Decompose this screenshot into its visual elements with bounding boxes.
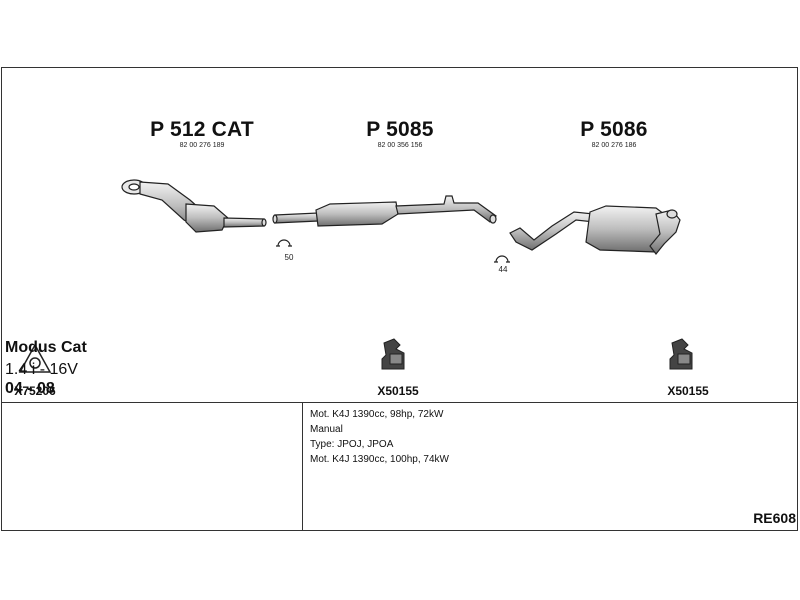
spec-line: Manual (310, 424, 343, 435)
clamp-icon (276, 239, 292, 247)
diagram-frame (1, 67, 798, 531)
part-number: 82 00 276 189 (179, 142, 225, 149)
rear-silencer-part (509, 205, 681, 255)
reference-code: RE608 (753, 510, 796, 526)
spec-line: Mot. K4J 1390cc, 100hp, 74kW (310, 454, 449, 465)
horizontal-divider (2, 402, 797, 403)
gasket-icon (18, 343, 52, 373)
clamp-icon (494, 255, 510, 263)
part-title: P 512 CAT (150, 118, 254, 141)
spec-line: Type: JPOJ, JPOA (310, 439, 394, 450)
rubber-mount-icon (381, 338, 405, 370)
catalytic-converter-part (121, 179, 267, 233)
vehicle-engine: 1.4 i - 16V (5, 361, 78, 378)
spec-line: Mot. K4J 1390cc, 98hp, 72kW (310, 409, 444, 420)
part-number: 82 00 276 186 (591, 142, 637, 149)
centre-silencer-part (272, 195, 497, 227)
vehicle-years: 04 - 08 (5, 380, 55, 397)
accessory-code: X50155 (667, 384, 709, 398)
part-title: P 5085 (366, 118, 434, 141)
rubber-mount-icon (669, 338, 693, 370)
vehicle-model: Modus Cat (5, 339, 87, 356)
part-number: 82 00 356 156 (377, 142, 423, 149)
accessory-code: X75206 (14, 384, 56, 398)
clamp-label: 50 (284, 253, 294, 262)
part-title: P 5086 (580, 118, 648, 141)
vertical-divider (302, 402, 303, 530)
accessory-code: X50155 (377, 384, 419, 398)
clamp-label: 44 (498, 265, 508, 274)
